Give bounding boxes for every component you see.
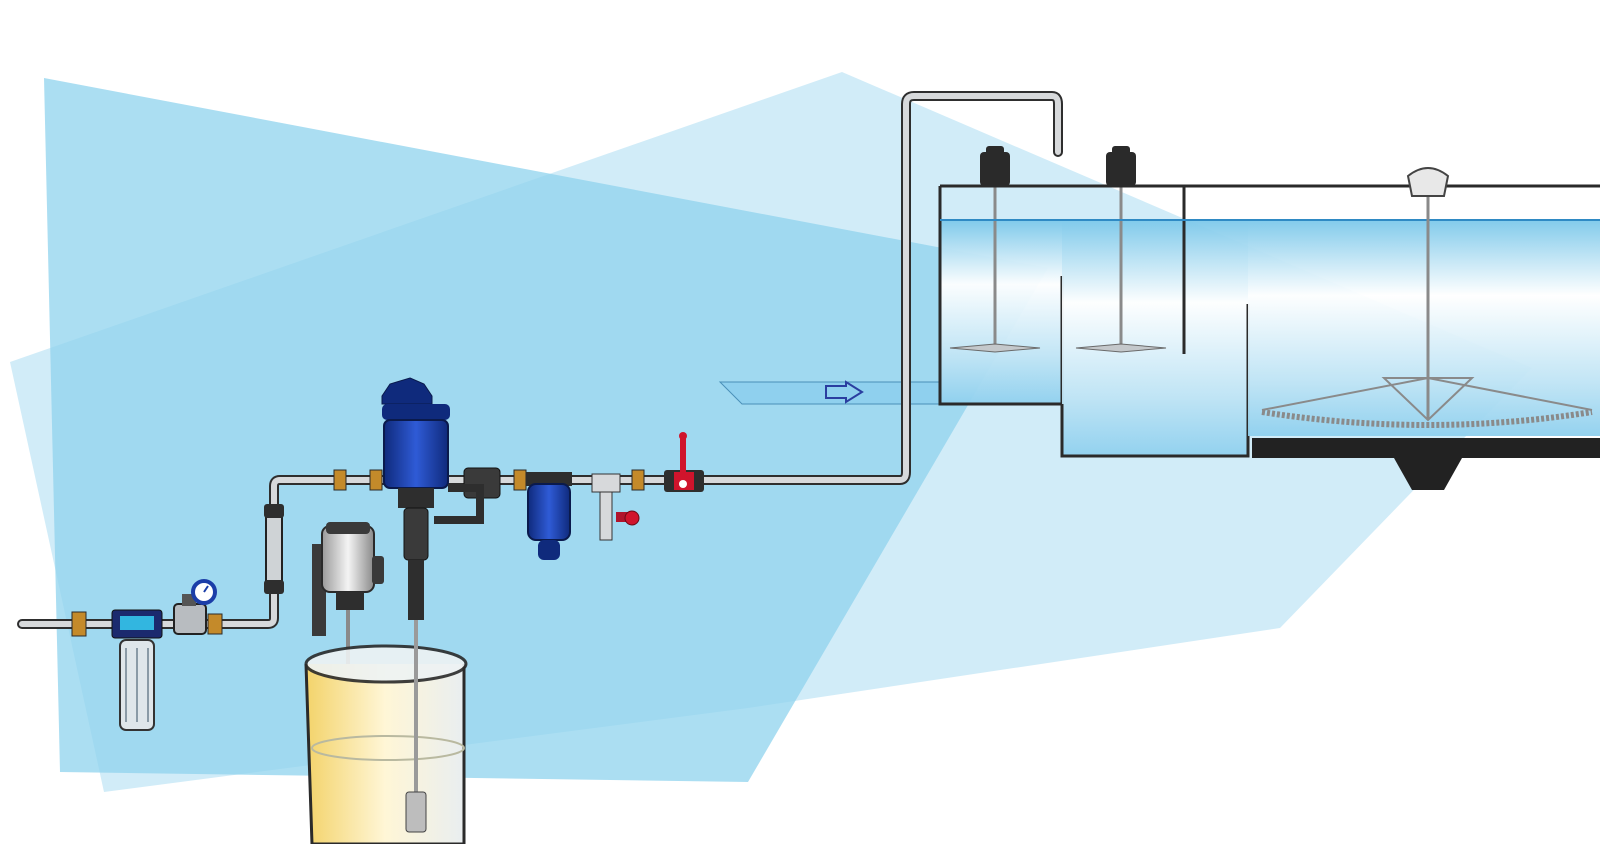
secondary-filter-icon bbox=[526, 472, 572, 560]
inlet-arrow-icon bbox=[825, 380, 864, 404]
pressure-regulator-icon bbox=[173, 594, 207, 635]
backdrop-shape-dark bbox=[44, 78, 1048, 782]
flocculation-tank-icon bbox=[1060, 146, 1250, 458]
flash-mixing-tank-icon bbox=[938, 146, 1064, 406]
sampling-valve-icon bbox=[591, 473, 640, 541]
main-pipeline bbox=[17, 91, 1063, 629]
chemical-tank-icon bbox=[304, 620, 468, 844]
pipe-fittings bbox=[71, 469, 645, 637]
dosing-pump-icon bbox=[381, 377, 501, 620]
water-filter-icon bbox=[111, 609, 163, 731]
ball-valve-icon bbox=[664, 432, 704, 492]
pressure-gauge-icon bbox=[191, 579, 217, 605]
treatment-basins bbox=[938, 146, 1600, 490]
flow-meter-icon bbox=[264, 504, 284, 594]
clarifier-tank-icon bbox=[940, 167, 1600, 490]
